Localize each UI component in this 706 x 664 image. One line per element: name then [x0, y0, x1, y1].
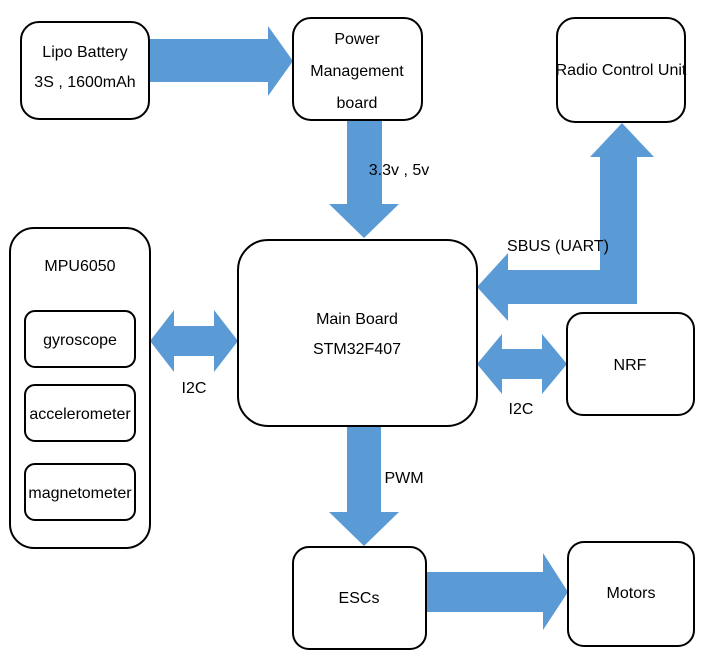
magnetometer-box: [24, 463, 136, 521]
accelerometer-box: [24, 384, 136, 442]
edge-label-power-voltage: 3.3v , 5v: [369, 162, 429, 179]
gyroscope-label: gyroscope: [43, 332, 117, 349]
escs-label: ESCs: [339, 590, 380, 607]
power-label-line1: Power: [334, 31, 380, 48]
mpu-title: MPU6050: [44, 258, 115, 275]
nrf-label: NRF: [614, 357, 647, 374]
accelerometer-label: accelerometer: [29, 406, 131, 423]
gyroscope-box: [24, 310, 136, 368]
arrow-power-to-main: [329, 119, 399, 238]
main-board-label-line1: Main Board: [316, 311, 398, 328]
arrow-mpu-main: [150, 310, 238, 372]
arrow-battery-to-power: [150, 26, 293, 96]
edge-label-pwm: PWM: [384, 470, 423, 487]
edge-label-i2c-nrf: I2C: [509, 401, 534, 418]
radio-control-unit-box: [556, 17, 686, 123]
radio-label: Radio Control Unit: [556, 62, 687, 79]
power-label-line3: board: [337, 95, 378, 112]
motors-box: [567, 541, 695, 647]
edge-label-sbus: SBUS (UART): [507, 238, 609, 255]
arrow-main-to-escs: [329, 426, 399, 546]
escs-box: [292, 546, 427, 650]
nrf-box: [566, 312, 695, 416]
edge-label-i2c-mpu: I2C: [182, 380, 207, 397]
magnetometer-label: magnetometer: [28, 485, 132, 502]
arrow-main-to-radio: [477, 123, 654, 321]
motors-label: Motors: [607, 585, 656, 602]
battery-box: [20, 21, 150, 120]
battery-label-line1: Lipo Battery: [42, 44, 127, 61]
arrow-escs-to-motors: [426, 553, 568, 630]
power-management-box: [292, 17, 423, 121]
main-board-label-line2: STM32F407: [313, 341, 401, 358]
battery-label-line2: 3S , 1600mAh: [34, 74, 135, 91]
power-label-line2: Management: [310, 63, 404, 80]
arrow-main-nrf: [477, 334, 567, 394]
main-board-box: [237, 239, 478, 427]
